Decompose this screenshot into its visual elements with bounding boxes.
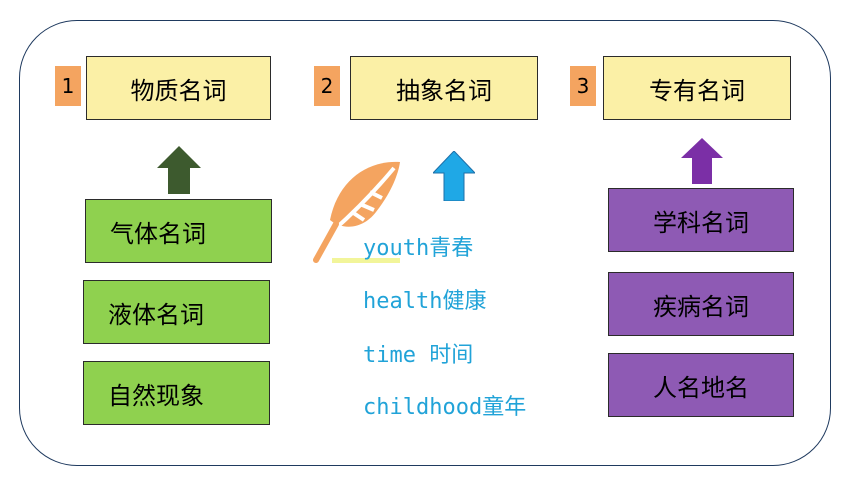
proper-item: 疾病名词 [608,272,794,336]
abstract-example: youth青春 [363,236,474,261]
diagram-frame [19,20,831,466]
category-number-1: 1 [55,66,81,106]
abstract-example: childhood童年 [363,395,527,420]
category-number-2: 2 [314,66,340,106]
category-number-3: 3 [570,66,596,106]
proper-item: 人名地名 [608,353,794,417]
material-item: 液体名词 [83,280,270,344]
up-arrow-icon [157,146,201,194]
category-box-abstract: 抽象名词 [350,56,538,120]
highlight-underline [332,258,400,263]
abstract-example: health健康 [363,289,487,314]
category-box-material: 物质名词 [86,56,271,120]
material-item: 气体名词 [85,199,272,263]
up-arrow-icon [433,151,475,201]
up-arrow-icon [681,138,723,184]
proper-item: 学科名词 [608,188,794,252]
category-box-proper: 专有名词 [603,56,791,120]
material-item: 自然现象 [83,361,270,425]
abstract-example: time 时间 [363,343,474,368]
leaf-icon [313,161,400,263]
